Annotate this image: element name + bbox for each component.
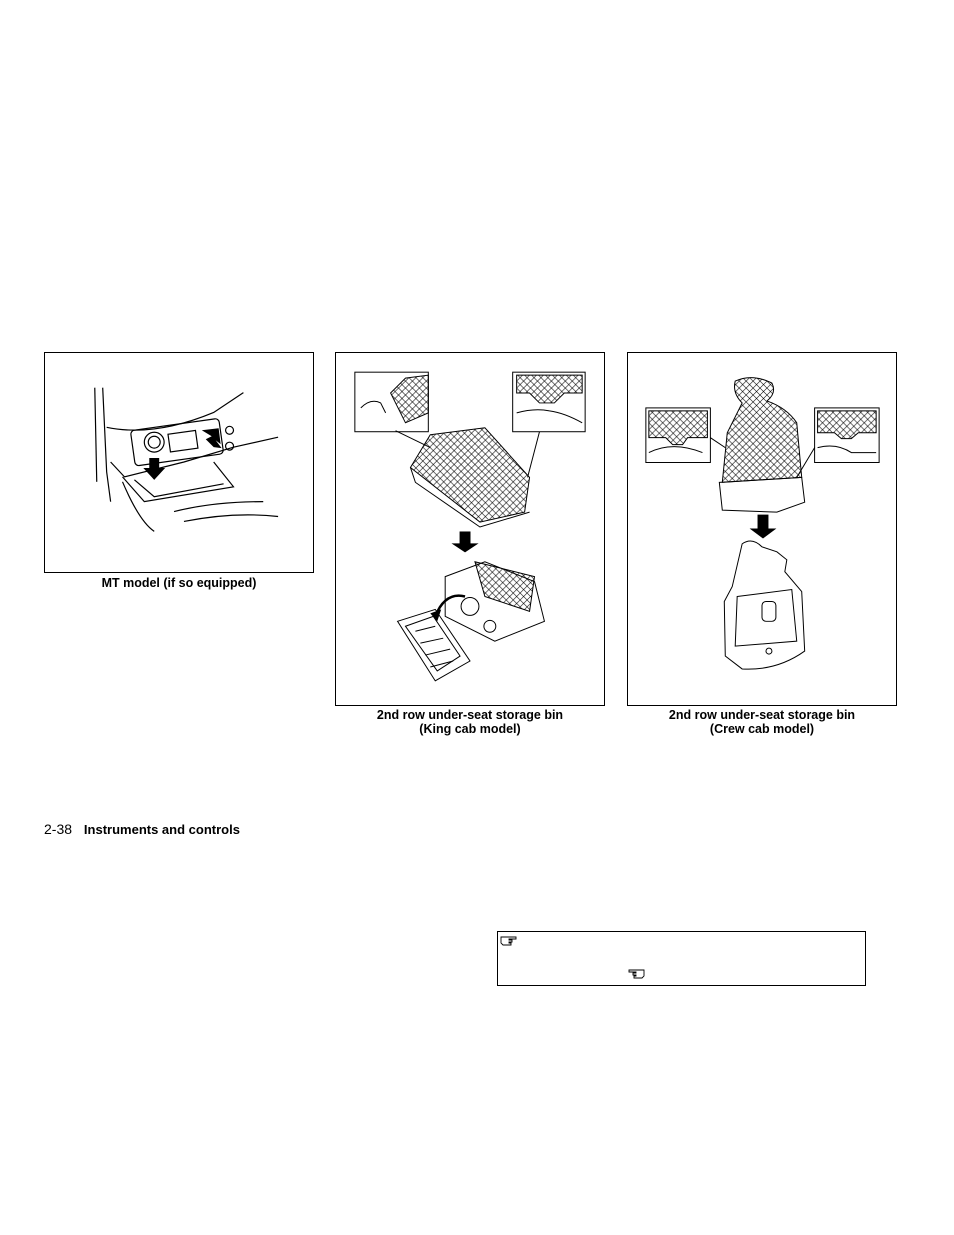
figure-caption-king-cab: 2nd row under-seat storage bin (King cab… — [335, 708, 605, 736]
caption-text: MT model (if so equipped) — [101, 576, 257, 590]
figure-king-cab-storage-bin — [335, 352, 605, 706]
pointing-hand-right-icon — [500, 934, 518, 946]
figure-mt-model — [44, 352, 314, 573]
section-title: Instruments and controls — [83, 822, 240, 837]
down-arrow-icon — [143, 458, 166, 480]
page-number: 2-38 — [44, 821, 73, 837]
figure-crew-cab-storage-bin — [627, 352, 897, 706]
figure-caption-mt-model: MT model (if so equipped) — [44, 576, 314, 590]
caption-line-2: (King cab model) — [419, 722, 521, 736]
crew-cab-bin-illustration — [645, 377, 880, 670]
figure-caption-crew-cab: 2nd row under-seat storage bin (Crew cab… — [627, 708, 897, 736]
caption-line-1: 2nd row under-seat storage bin — [668, 708, 856, 722]
rotate-arrow-icon — [430, 609, 442, 622]
mt-console-illustration — [94, 387, 279, 532]
page-footer: 2-38 Instruments and controls — [44, 821, 240, 837]
push-arrow-icon — [201, 428, 222, 449]
caption-line-2: (Crew cab model) — [709, 722, 815, 736]
caption-line-1: 2nd row under-seat storage bin — [376, 708, 564, 722]
king-cab-bin-illustration — [354, 371, 586, 682]
reference-note-box — [497, 931, 866, 986]
pointing-hand-left-icon — [627, 967, 645, 979]
